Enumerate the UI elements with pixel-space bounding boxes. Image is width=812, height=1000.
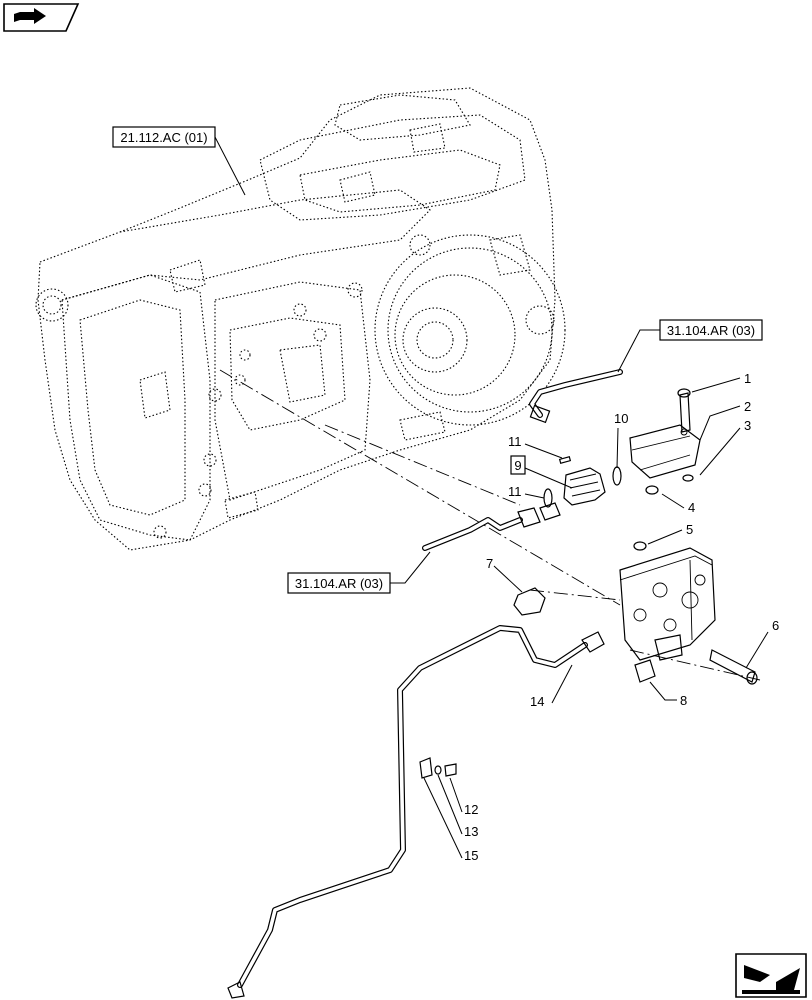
book-arrow-icon[interactable] xyxy=(3,3,80,32)
callout-11-lower: 11 xyxy=(508,484,545,499)
long-pipe xyxy=(227,625,605,999)
callout-15: 15 xyxy=(423,777,478,863)
callout-1: 1 xyxy=(691,371,751,393)
callout-11-upper: 11 xyxy=(508,434,563,459)
ref-transmission[interactable]: 21.112.AC (01) xyxy=(112,126,246,196)
svg-text:13: 13 xyxy=(464,824,478,839)
fitting-assembly xyxy=(543,456,622,508)
svg-text:1: 1 xyxy=(744,371,751,386)
clip-assembly xyxy=(419,757,457,779)
svg-text:6: 6 xyxy=(772,618,779,633)
callout-5: 5 xyxy=(647,522,693,545)
ref-line-upper[interactable]: 31.104.AR (03) xyxy=(617,319,763,373)
callout-13: 13 xyxy=(437,774,478,839)
transmission-housing xyxy=(35,87,566,551)
callout-8: 8 xyxy=(649,681,687,708)
svg-text:5: 5 xyxy=(686,522,693,537)
ref-transmission-text: 21.112.AC (01) xyxy=(120,130,207,145)
lower-pipe xyxy=(422,502,561,551)
callout-2: 2 xyxy=(699,399,751,441)
sensor-assembly xyxy=(629,388,701,495)
callout-12: 12 xyxy=(449,777,478,817)
callout-10: 10 xyxy=(614,411,628,469)
svg-text:2: 2 xyxy=(744,399,751,414)
callouts: 1 2 3 4 5 6 7 8 xyxy=(423,371,779,863)
svg-text:4: 4 xyxy=(688,500,695,515)
next-page-arrow-icon[interactable] xyxy=(735,953,807,998)
upper-pipe xyxy=(529,369,623,424)
callout-4: 4 xyxy=(661,493,695,515)
svg-text:11: 11 xyxy=(508,434,522,449)
ref-line-upper-text: 31.104.AR (03) xyxy=(667,323,755,338)
svg-text:14: 14 xyxy=(530,694,544,709)
callout-9[interactable]: 9 xyxy=(510,455,573,489)
callout-3: 3 xyxy=(699,418,751,476)
svg-text:8: 8 xyxy=(680,693,687,708)
svg-text:12: 12 xyxy=(464,802,478,817)
center-lines xyxy=(219,369,761,681)
svg-text:3: 3 xyxy=(744,418,751,433)
svg-text:15: 15 xyxy=(464,848,478,863)
callout-6: 6 xyxy=(745,618,779,669)
svg-text:11: 11 xyxy=(508,484,522,499)
ref-line-lower-text: 31.104.AR (03) xyxy=(295,576,383,591)
ref-line-lower[interactable]: 31.104.AR (03) xyxy=(287,551,431,594)
svg-text:10: 10 xyxy=(614,411,628,426)
callout-14: 14 xyxy=(530,664,573,709)
nut-7 xyxy=(513,587,546,616)
svg-text:7: 7 xyxy=(486,556,493,571)
valve-block xyxy=(619,541,758,685)
svg-text:9: 9 xyxy=(514,458,521,473)
callout-7: 7 xyxy=(486,556,523,593)
